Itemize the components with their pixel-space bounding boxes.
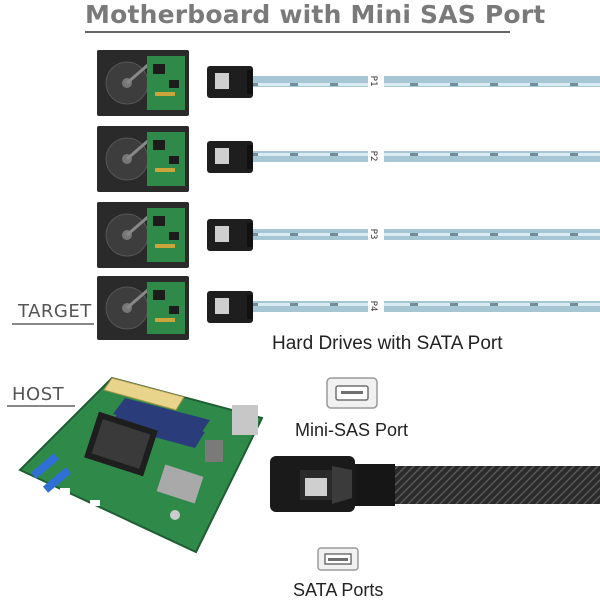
hard-drive-icon [97,202,189,268]
cable-tag: P4 [368,301,378,312]
drives-caption: Hard Drives with SATA Port [272,333,503,354]
sata-connector-icon [207,141,253,173]
cable-tag: P2 [368,151,378,162]
sata-connector-icon [207,66,253,98]
host-label: HOST [12,384,65,405]
hard-drive-icon [97,50,189,116]
drive-row-2: P2 [97,126,600,192]
drive-row-4: P4 [97,276,600,340]
target-label: TARGET [18,301,92,322]
drive-row-3: P3 [97,202,600,268]
drive-row-1: P1 [97,50,600,116]
page-title: Motherboard with Mini SAS Port [85,0,546,29]
sata-connector-icon [207,219,253,251]
target-underline [12,323,94,325]
sata-cable [253,301,600,312]
mini-sas-port-icon [326,377,378,409]
sata-cable [253,229,600,240]
sata-cable [253,76,600,87]
mini-sas-cable [270,456,600,512]
sata-caption: SATA Ports [293,580,384,600]
cable-tag: P1 [368,76,378,87]
cable-tag: P3 [368,229,378,240]
sata-connector-icon [207,291,253,323]
host-underline [7,405,75,407]
hard-drive-icon [97,126,189,192]
hard-drive-icon [97,276,189,340]
title-underline [85,31,510,33]
mini-sas-caption: Mini-SAS Port [295,420,409,440]
sata-port-icon [317,547,359,571]
motherboard-icon [18,376,264,554]
sata-cable [253,151,600,162]
